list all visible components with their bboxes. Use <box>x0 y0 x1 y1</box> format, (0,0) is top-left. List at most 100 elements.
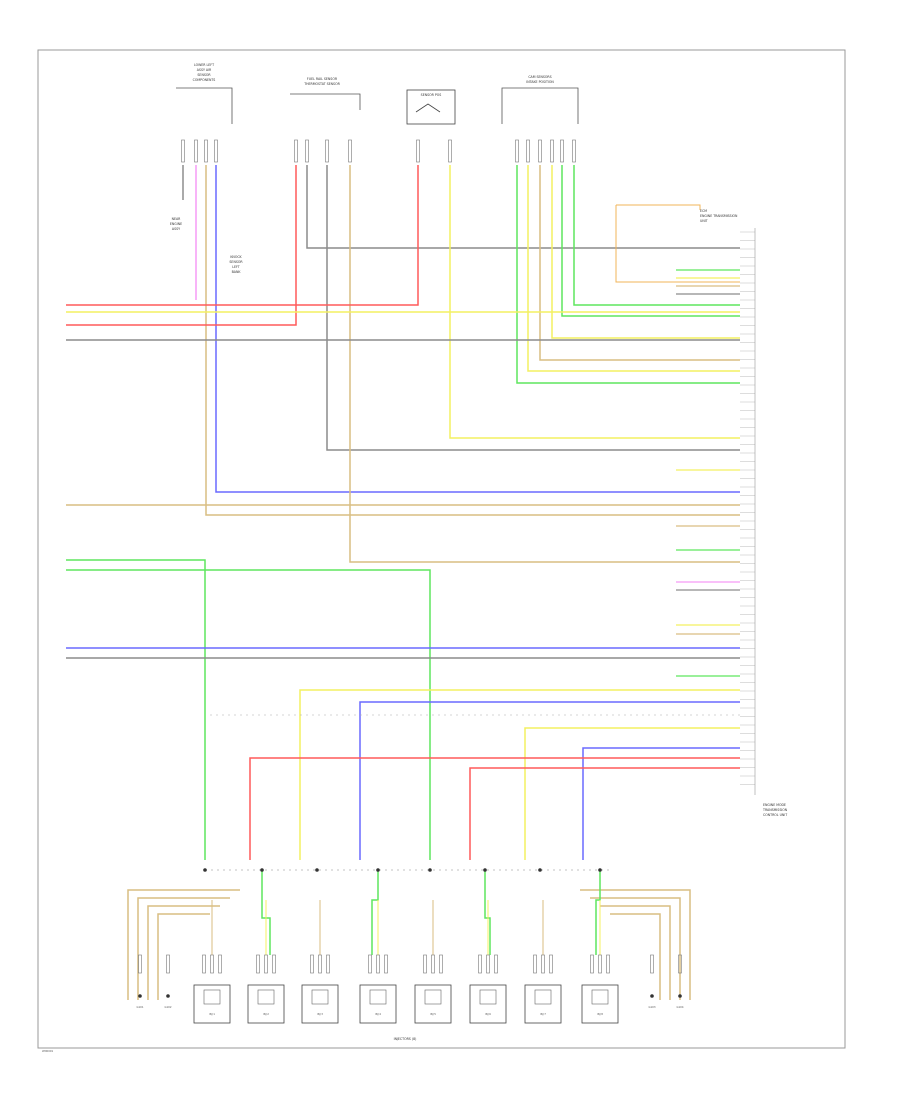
wire <box>524 727 740 860</box>
connector-stub <box>272 954 276 974</box>
left-sensor-box <box>176 87 233 124</box>
wire <box>157 913 210 1000</box>
connector-stub <box>486 954 490 974</box>
injector-coil <box>203 989 221 1005</box>
connector-stub <box>541 954 545 974</box>
label: INTAKE POSITION <box>526 80 554 84</box>
connector-stub <box>256 954 260 974</box>
connector-stub <box>181 139 185 163</box>
diagram-frame <box>37 49 846 1049</box>
label: INJ 8 <box>597 1012 603 1016</box>
label: G104 <box>677 1005 684 1009</box>
wire <box>147 905 220 1000</box>
connector-stub <box>294 139 298 163</box>
label: CAM SENSORS <box>528 75 551 79</box>
connector-stub <box>448 139 452 163</box>
label: UNIT <box>700 219 708 223</box>
label: BANK <box>232 270 242 274</box>
injector-box <box>524 984 562 1024</box>
injector-coil <box>424 989 442 1005</box>
label: ASSY AIR <box>197 68 212 72</box>
label: SENSOR <box>197 73 211 77</box>
splice-dot <box>203 868 207 872</box>
splice-dot <box>598 868 602 872</box>
connector-stub <box>214 139 218 163</box>
switch-box <box>406 89 456 125</box>
splice-dot <box>538 868 542 872</box>
connector-stub <box>218 954 222 974</box>
splice-dot <box>650 994 654 998</box>
label: THERMOSTAT SENSOR <box>303 82 340 86</box>
wire <box>66 165 419 306</box>
label: WD0001 <box>42 1049 54 1053</box>
label: CONTROL UNIT <box>763 813 787 817</box>
wire <box>595 870 601 955</box>
wire-group <box>66 165 740 1000</box>
connector-stub <box>494 954 498 974</box>
wire <box>306 165 740 249</box>
connector-stub <box>478 954 482 974</box>
wire <box>215 165 740 493</box>
wire <box>326 165 740 451</box>
label: INJ 5 <box>430 1012 436 1016</box>
label: NEAR <box>172 217 182 221</box>
connector-stub <box>439 954 443 974</box>
label: INJ 4 <box>375 1012 381 1016</box>
connector-stub <box>678 954 682 974</box>
connector-stub <box>431 954 435 974</box>
splice-dot <box>166 994 170 998</box>
injector-box <box>247 984 285 1024</box>
wire <box>449 165 740 439</box>
connector-stub <box>526 139 530 163</box>
wire <box>359 701 740 860</box>
connector-stub <box>533 954 537 974</box>
injector-coil <box>479 989 497 1005</box>
wire <box>610 913 661 1000</box>
wire <box>469 767 740 860</box>
wire <box>582 747 740 860</box>
wire <box>137 897 230 1000</box>
injector-box <box>359 984 397 1024</box>
connector-stub <box>326 954 330 974</box>
wire <box>299 689 740 860</box>
splice-dot <box>315 868 319 872</box>
label: G103 <box>649 1005 656 1009</box>
wire <box>616 204 701 210</box>
wire <box>580 889 691 1000</box>
label: INJ 2 <box>263 1012 269 1016</box>
connector-stub <box>598 954 602 974</box>
connector-stub <box>194 139 198 163</box>
injector-coil <box>534 989 552 1005</box>
label: INJ 6 <box>485 1012 491 1016</box>
splice-dot <box>678 994 682 998</box>
wire <box>539 165 740 361</box>
component-group <box>176 87 619 1024</box>
label: INJECTORS (8) <box>394 1037 417 1041</box>
wire <box>371 870 379 955</box>
connector-stub <box>650 954 654 974</box>
wire <box>66 559 206 860</box>
label: ENGINE MODE <box>763 803 786 807</box>
connector-stub <box>305 139 309 163</box>
wire <box>127 889 240 1000</box>
connector-stub <box>348 139 352 163</box>
wire <box>551 165 740 339</box>
wire <box>516 165 740 384</box>
connector-stub <box>368 954 372 974</box>
connector-stub <box>606 954 610 974</box>
splice-dot <box>483 868 487 872</box>
splice-dot <box>260 868 264 872</box>
splice-dot <box>428 868 432 872</box>
label: G101 <box>137 1005 144 1009</box>
splice-dot <box>376 868 380 872</box>
connector-group <box>138 139 756 998</box>
connector-stub <box>318 954 322 974</box>
fuel-sensor-box <box>290 93 361 110</box>
connector-stub <box>416 139 420 163</box>
label: ENGINE <box>170 222 182 226</box>
label: LOWER LEFT <box>194 63 214 67</box>
connector-stub <box>549 954 553 974</box>
